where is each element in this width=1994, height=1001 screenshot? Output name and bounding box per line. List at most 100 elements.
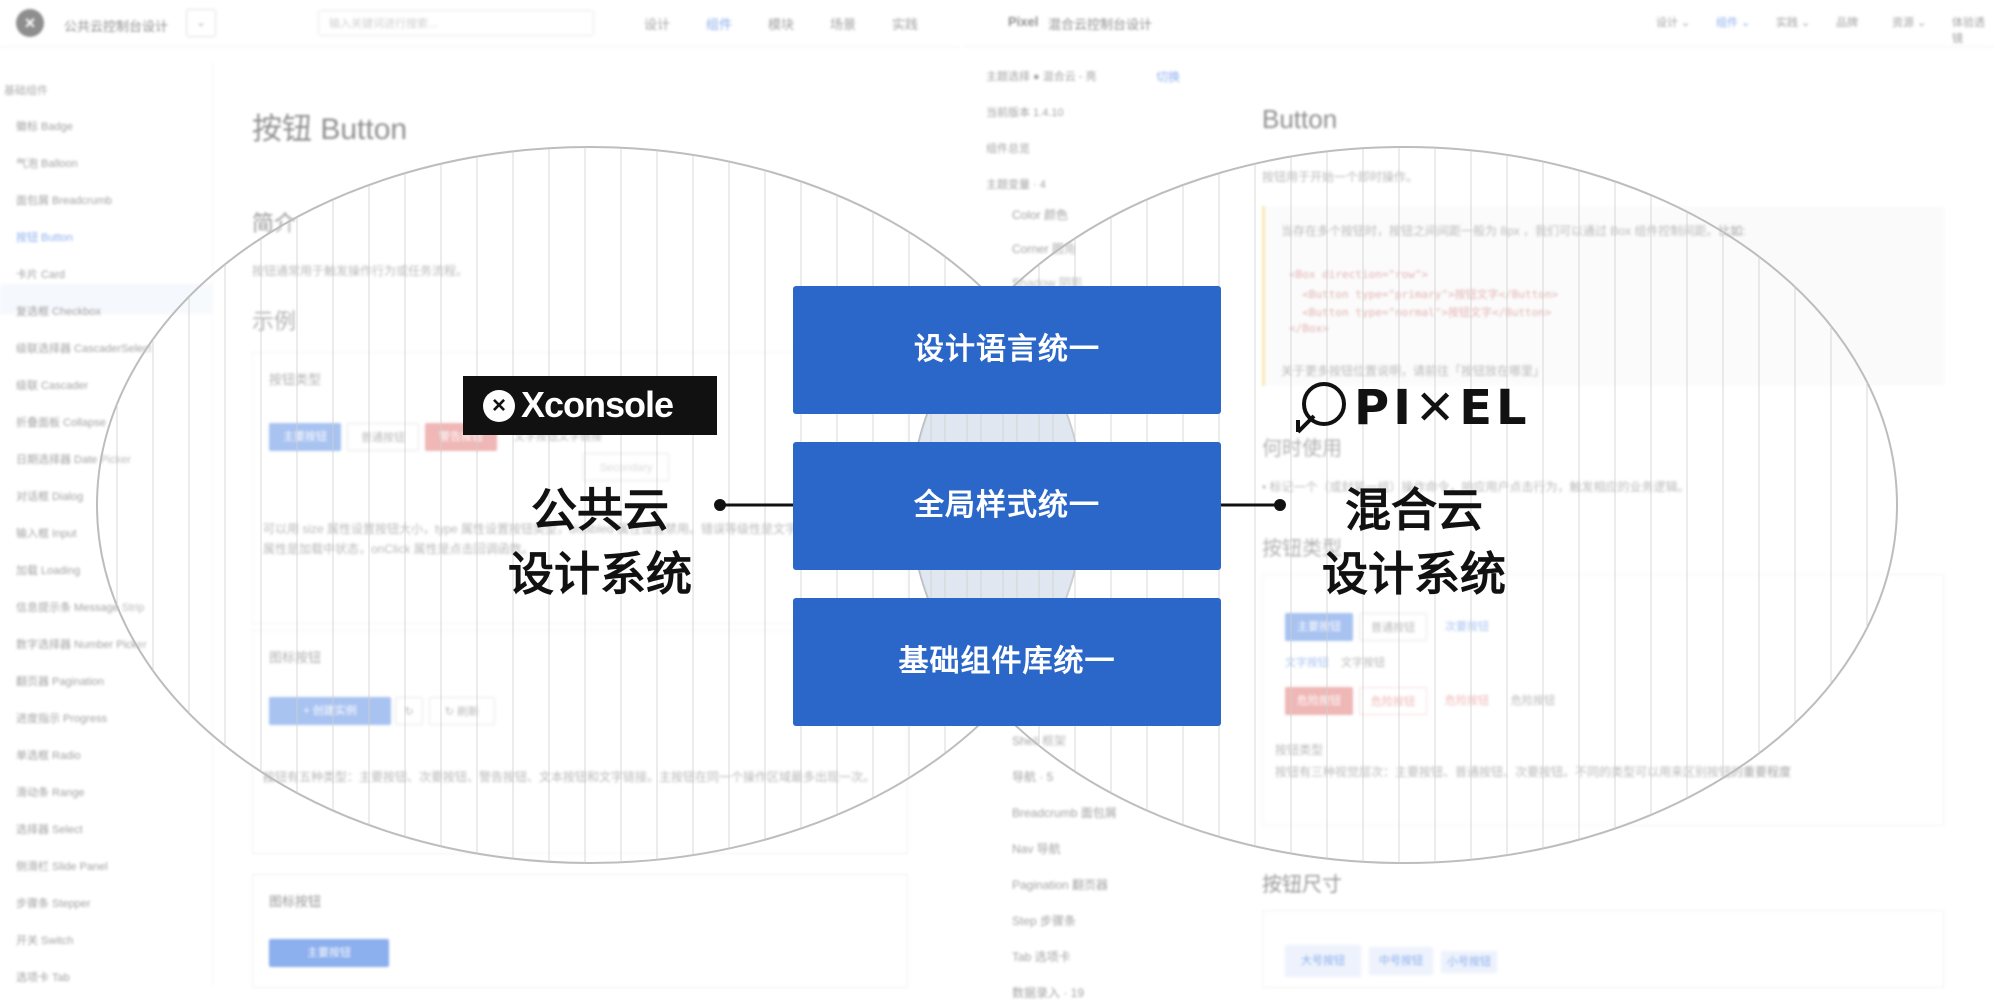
sidebar-item[interactable]: 面包屑 Breadcrumb <box>16 195 112 207</box>
danger-button[interactable]: 危险按钮 <box>1433 687 1501 715</box>
sidebar-item[interactable]: 侧滑栏 Slide Panel <box>16 861 108 873</box>
sidebar-item[interactable]: 输入框 Input <box>16 528 77 540</box>
label-line: 公共云 <box>531 483 669 537</box>
xconsole-logo-icon[interactable]: × <box>16 9 44 37</box>
sidebar-item[interactable]: 气泡 Balloon <box>16 158 78 170</box>
nav-item-4[interactable]: 资源 ⌄ <box>1892 17 1927 29</box>
sidebar-item[interactable]: 单选框 Radio <box>16 750 81 762</box>
sidebar-item[interactable]: 开关 Switch <box>16 935 74 947</box>
hybrid-cloud-label: 混合云 设计系统 <box>1304 478 1524 606</box>
theme-row[interactable]: 主题变量 · 4 <box>986 179 1046 191</box>
sidebar-item[interactable]: 步骤条 Stepper <box>16 898 91 910</box>
refresh-button[interactable]: ↻ 刷新 <box>429 697 495 725</box>
nav-menu-item[interactable]: Pagination 翻页器 <box>1012 878 1109 892</box>
label-line: 设计系统 <box>508 547 692 601</box>
nav-menu-item[interactable]: 导航 · 5 <box>1012 770 1054 784</box>
normal-button[interactable]: 普通按钮 <box>1359 613 1427 641</box>
sidebar-item[interactable]: 滑动条 Range <box>16 787 85 799</box>
example-card-icon-buttons: 图标按钮 + 创建实例 ↻ ↻ 刷新 按钮有五种类型：主要按钮、次要按钮、警告按… <box>252 630 908 854</box>
sidebar-group-title[interactable]: 基础组件 <box>4 85 48 97</box>
primary-button[interactable]: 主要按钮 <box>269 423 341 451</box>
search-input[interactable]: 输入关键词进行搜索... <box>318 10 594 36</box>
close-x-icon: × <box>483 390 515 422</box>
nav-item-2[interactable]: 实践 ⌄ <box>1776 17 1811 29</box>
sidebar-item[interactable]: 卡片 Card <box>16 269 65 281</box>
nav-menu-item[interactable]: Step 步骤条 <box>1012 914 1077 928</box>
sidebar-item[interactable]: 信息提示条 Message Strip <box>16 602 145 614</box>
sidebar-item[interactable]: 级联 Cascader <box>16 380 89 392</box>
nav-item-5[interactable]: 体验透镜 <box>1952 17 1985 45</box>
secondary-button[interactable]: 次要按钮 <box>1433 613 1501 641</box>
note-text: 当存在多个按钮时，按钮之间间距一般为 8px ，我们可以通过 Box 组件控制间… <box>1281 222 1746 239</box>
text-button[interactable]: 文字按钮 <box>1279 649 1335 677</box>
danger-button[interactable]: 危险按钮 <box>1499 687 1567 715</box>
right-top-bar: Pixel 混合云控制台设计 设计 ⌄组件 ⌄实践 ⌄品牌资源 ⌄体验透镜 <box>964 0 1994 47</box>
nav-menu-item[interactable]: Tab 选项卡 <box>1012 950 1071 964</box>
nav-item-1[interactable]: 组件 ⌄ <box>1716 17 1751 29</box>
sidebar-item[interactable]: 复选框 Checkbox <box>16 306 101 318</box>
size-heading: 按钮尺寸 <box>1262 874 1342 896</box>
nav-item-3[interactable]: 场景 <box>830 17 857 32</box>
large-button[interactable]: 大号按钮 <box>1285 945 1361 977</box>
danger-button[interactable]: 危险按钮 <box>1359 687 1427 715</box>
component-library-box: 基础组件库统一 <box>793 598 1221 726</box>
nav-item-0[interactable]: 设计 ⌄ <box>1656 17 1691 29</box>
nav-item-4[interactable]: 实践 <box>892 17 919 32</box>
primary-button[interactable]: 主要按钮 <box>1285 613 1353 641</box>
nav-item-3[interactable]: 品牌 <box>1836 17 1858 29</box>
nav-item-2[interactable]: 模块 <box>768 17 795 32</box>
nav-item-0[interactable]: 设计 <box>644 17 671 32</box>
xconsole-logo: × Xconsole <box>463 376 717 435</box>
sidebar-item[interactable]: 级联选择器 CascaderSelect <box>16 343 152 355</box>
right-connector-dot <box>1274 499 1286 511</box>
more-link[interactable]: 关于更多按钮位置说明，请前往「按钮放在哪里」 <box>1281 362 1545 379</box>
medium-button[interactable]: 中号按钮 <box>1369 947 1433 975</box>
card-title: 图标按钮 <box>269 894 322 909</box>
theme-variable-item[interactable]: Color 颜色 <box>1012 208 1069 222</box>
intro-text: 按钮通常用于触发操作行为或任务流程。 <box>252 262 468 279</box>
create-instance-button[interactable]: + 创建实例 <box>269 697 391 725</box>
theme-row[interactable]: 当前版本 1.4.10 <box>986 107 1064 119</box>
loading-primary-button[interactable]: 主要按钮 <box>269 939 389 967</box>
sidebar-item[interactable]: 数字选择器 Number Picker <box>16 639 147 651</box>
sidebar-item[interactable]: 折叠面板 Collapse <box>16 417 106 429</box>
theme-variable-item[interactable]: Corner 圆角 <box>1012 242 1077 256</box>
sidebar-item[interactable]: 徽标 Badge <box>16 121 73 133</box>
small-button[interactable]: 小号按钮 <box>1441 951 1497 973</box>
code-line: </Box> <box>1289 322 1329 335</box>
nav-menu-item[interactable]: Nav 导航 <box>1012 842 1061 856</box>
types-description: 按钮有三种视觉层次：主要按钮、普通按钮、次要按钮。不同的类型可以用来区别按钮的重… <box>1275 763 1791 780</box>
when-text: • 标记一个（或封装一组）操作命令，响应用户点击行为，触发相应的业务逻辑。 <box>1262 478 1690 495</box>
pixel-brand[interactable]: Pixel <box>1008 14 1039 29</box>
theme-row[interactable]: 组件总览 <box>986 143 1030 155</box>
chevron-down-icon[interactable]: ⌄ <box>186 9 216 37</box>
when-heading: 何时使用 <box>1262 432 1342 461</box>
sidebar-item[interactable]: 翻页器 Pagination <box>16 676 105 688</box>
pixel-wordmark: PI✕EL <box>1354 380 1531 436</box>
danger-button[interactable]: 危险按钮 <box>1285 687 1353 715</box>
label-line: 设计系统 <box>1322 547 1506 601</box>
nav-menu-item[interactable]: 数据录入 · 19 <box>1012 986 1085 1000</box>
sidebar-item[interactable]: 对话框 Dialog <box>16 491 84 503</box>
sidebar-item[interactable]: 加载 Loading <box>16 565 81 577</box>
button-types-card: 主要按钮 普通按钮 次要按钮 文字按钮 文字按钮 危险按钮 危险按钮 危险按钮 … <box>1262 574 1944 826</box>
left-connector-dot <box>714 499 726 511</box>
button-sizes-card: 大号按钮 中号按钮 小号按钮 <box>1262 910 1944 988</box>
code-line: <Button type="normal">按钮文字</Button> <box>1289 304 1551 320</box>
sidebar-item[interactable]: 按钮 Button <box>16 232 73 244</box>
types-heading: 按钮类型 <box>1262 532 1342 561</box>
secondary-button[interactable]: Secondary <box>583 453 669 481</box>
card-description: 可以用 size 属性设置按钮大小，type 属性设置按钮类型，disabled… <box>263 519 883 559</box>
sidebar-item[interactable]: 选项卡 Tab <box>16 972 70 984</box>
example-heading: 示例 <box>252 304 296 336</box>
sidebar-item[interactable]: 选择器 Select <box>16 824 83 836</box>
page-title: 按钮 Button <box>252 113 408 146</box>
refresh-icon[interactable]: ↻ <box>395 697 423 725</box>
theme-switch-link[interactable]: 切换 <box>1156 70 1181 84</box>
nav-menu-item[interactable]: Breadcrumb 面包屑 <box>1012 806 1117 820</box>
normal-button[interactable]: 普通按钮 <box>347 423 419 451</box>
sidebar-item[interactable]: 进度指示 Progress <box>16 713 108 725</box>
theme-row[interactable]: 主题选择 ● 混合云 - 亮 <box>986 71 1097 83</box>
label-line: 混合云 <box>1345 483 1483 537</box>
nav-item-1[interactable]: 组件 <box>706 17 733 32</box>
